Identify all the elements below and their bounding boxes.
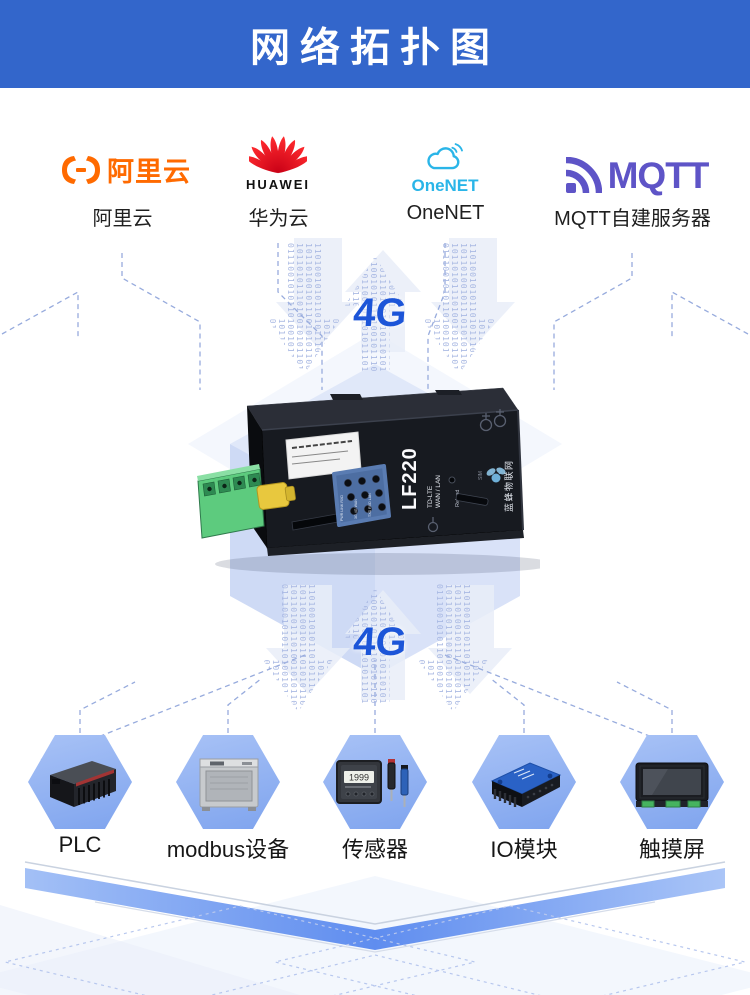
bee-logo xyxy=(486,467,506,483)
downlink-4g-label: 4G xyxy=(351,620,409,664)
router-device: PWR LINK RXD 3G 4G WAN TXD RXD LAN LF220… xyxy=(197,387,540,575)
modbus-device-icon xyxy=(199,758,259,811)
device-interface-text-2: WAN / LAN xyxy=(435,475,442,508)
onenet-logo-text: OneNET xyxy=(411,176,479,195)
ghost-arrows-upper xyxy=(276,238,515,352)
antenna-silkscreen-icons xyxy=(427,409,507,533)
onenet-logo: OneNET xyxy=(405,141,485,196)
endpoint-label-modbus: modbus设备 xyxy=(166,837,290,862)
device-brand-text: 蓝蜂物联网 xyxy=(503,459,514,512)
led-panel: PWR LINK RXD 3G 4G WAN TXD RXD LAN xyxy=(332,464,391,527)
ghost-arrows-lower xyxy=(266,585,512,700)
io-module-icon xyxy=(490,762,562,807)
huawei-logo-text: HUAWEI xyxy=(246,177,310,192)
endpoint-label-io: IO模块 xyxy=(490,837,558,862)
alicloud-logo: 阿里云 xyxy=(58,150,193,189)
antenna-connector xyxy=(256,482,296,510)
device-interface-text-1: TD-LTE xyxy=(427,485,434,508)
led-row-labels-3: TXD RXD LAN xyxy=(368,493,372,517)
mqtt-signal-icon xyxy=(565,157,602,194)
endpoint-label-hmi: 触摸屏 xyxy=(638,837,705,862)
bottom-ornament xyxy=(0,861,750,995)
touch-screen-icon xyxy=(635,762,709,808)
device-model-text: LF220 xyxy=(399,447,421,510)
sim-label: SIM xyxy=(478,471,484,480)
uplink-4g-label: 4G xyxy=(351,291,409,335)
terminal-block-connector xyxy=(197,464,265,539)
header-banner: 网络拓扑图 xyxy=(0,0,750,88)
mqtt-logo: MQTT xyxy=(546,155,726,197)
page-title: 网络拓扑图 xyxy=(250,26,500,70)
led-row-labels-1: PWR LINK RXD xyxy=(340,495,344,521)
plc-icon xyxy=(50,761,116,807)
uplink-dashed-lines xyxy=(1,243,749,390)
sim-slot: SIM xyxy=(455,471,489,506)
huawei-label: 华为云 xyxy=(248,208,309,230)
mqtt-label: MQTT自建服务器 xyxy=(554,208,711,230)
onenet-label: OneNET xyxy=(406,202,485,224)
huawei-logo: HUAWEI xyxy=(243,133,313,192)
led-row-labels-2: 3G 4G WAN xyxy=(354,499,358,519)
device-shadow xyxy=(215,553,540,575)
endpoint-label-sensor: 传感器 xyxy=(341,837,408,862)
mqtt-logo-text: MQTT xyxy=(607,155,710,196)
alicloud-label: 阿里云 xyxy=(92,208,153,230)
alicloud-logo-text: 阿里云 xyxy=(107,157,191,187)
endpoint-label-plc: PLC xyxy=(58,832,102,857)
onenet-cloud-icon xyxy=(427,143,463,170)
alicloud-bracket-icon xyxy=(62,155,100,184)
sensor-icon: 1999 xyxy=(336,759,409,807)
serial-sticker xyxy=(285,431,362,480)
sensor-display-value: 1999 xyxy=(349,773,369,783)
reload-button-hole xyxy=(448,476,456,484)
huawei-petals-icon xyxy=(249,136,307,174)
